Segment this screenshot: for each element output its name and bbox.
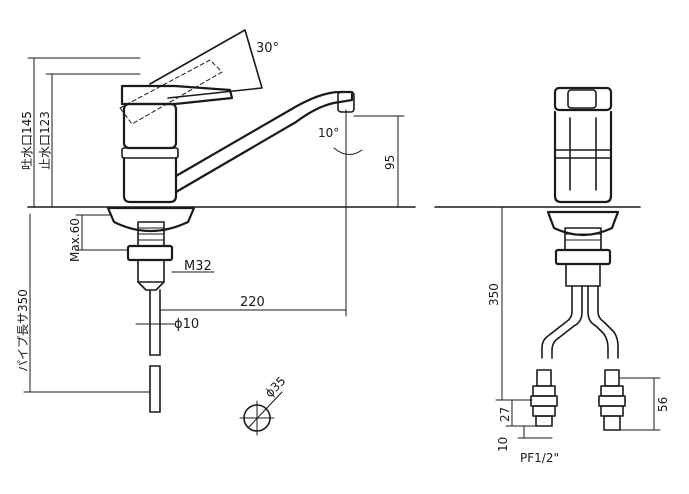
right-supply-fitting [598, 369, 626, 431]
lever-handle [120, 84, 234, 106]
pipe-length-label: パイプ長サ350 [16, 289, 30, 372]
body-cap [122, 102, 178, 150]
lever-raised-outline [119, 59, 223, 125]
spout [174, 90, 354, 194]
thread-length-label: 10 [496, 437, 510, 452]
lever-fan [149, 29, 263, 99]
mounting-hole-symbol: ϕ35 [239, 374, 289, 436]
lever-tilt-label: 10° [318, 126, 339, 140]
hole-diameter-label: ϕ35 [262, 374, 288, 400]
lock-nut [126, 244, 174, 262]
front-dimensions: 350 27 10 PF1/2" 56 [487, 206, 670, 465]
front-view-faucet [530, 86, 626, 431]
spout-reach-label: 220 [240, 295, 265, 310]
left-supply-fitting [530, 369, 558, 427]
front-pipe-left [541, 285, 583, 359]
side-view-faucet [106, 29, 355, 413]
deck-thickness-label: Max.60 [68, 218, 82, 262]
base-plate [106, 206, 196, 232]
spout-clearance-label: 95 [383, 155, 397, 170]
thread-spec-label: PF1/2" [520, 451, 559, 465]
stop-height-label: 止水口123 [38, 111, 52, 170]
pipe-diameter-label: ϕ10 [174, 317, 199, 332]
connector-height-label: 56 [656, 397, 670, 412]
shank-lower [137, 259, 165, 283]
body-ring [121, 147, 179, 159]
side-dimensions: 30° 吐水口145 止水口123 10° 95 Max.60 M32 パイプ長… [16, 41, 405, 436]
supply-pipe-end [149, 365, 161, 413]
front-pipe-right [587, 285, 619, 359]
front-body [553, 110, 613, 204]
body-main [122, 156, 178, 204]
fitting-length-label: 27 [498, 407, 512, 422]
thread-size-label: M32 [184, 259, 212, 274]
spout-rotation-label: 30° [256, 41, 279, 56]
spout-height-label: 吐水口145 [20, 111, 34, 170]
front-pipe-length-label: 350 [487, 283, 501, 306]
front-lever [553, 86, 613, 112]
